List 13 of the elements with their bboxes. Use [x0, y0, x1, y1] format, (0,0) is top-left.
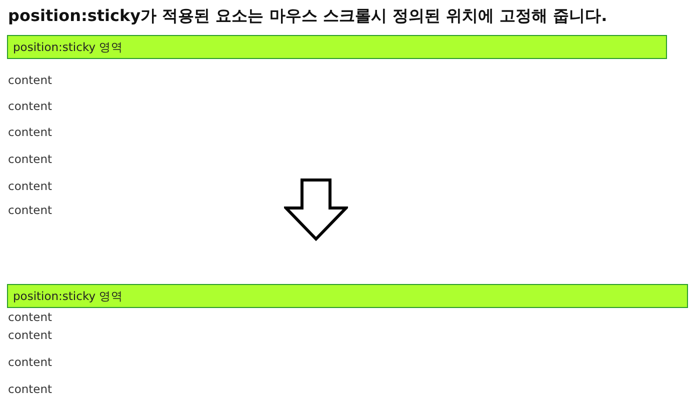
content-text: content	[8, 152, 52, 166]
content-text: content	[8, 73, 52, 87]
sticky-bar: position:sticky 영역	[7, 35, 667, 59]
content-text: content	[8, 382, 52, 396]
content-text: content	[8, 179, 52, 193]
content-text: content	[8, 125, 52, 139]
page-heading: position:sticky가 적용된 요소는 마우스 스크롤시 정의된 위치에 고정해 줍니다.	[8, 6, 608, 27]
content-text: content	[8, 328, 52, 342]
sticky-bar: position:sticky 영역	[7, 284, 688, 308]
content-text: content	[8, 355, 52, 369]
content-text: content	[8, 310, 52, 324]
content-text: content	[8, 99, 52, 113]
content-text: content	[8, 203, 52, 217]
